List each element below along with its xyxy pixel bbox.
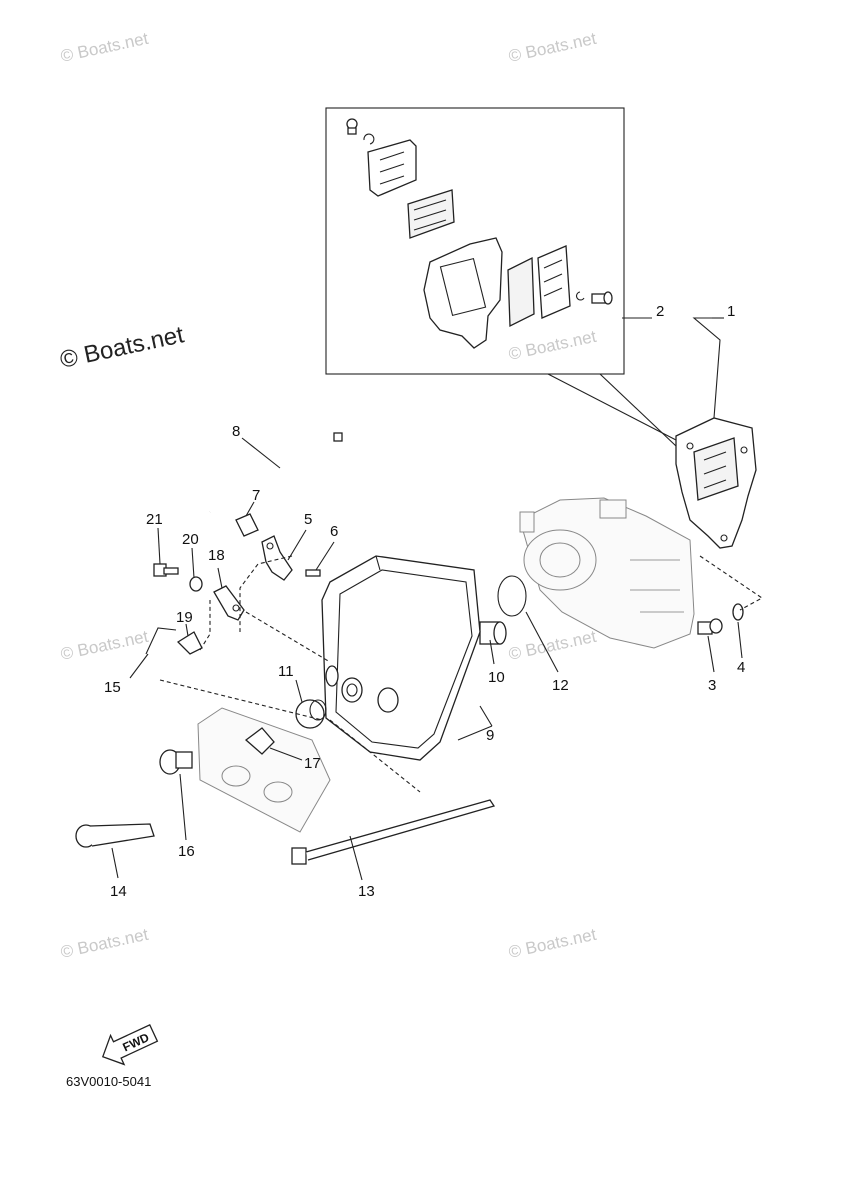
callout-4: 4 (737, 659, 745, 676)
callout-9: 9 (486, 727, 494, 744)
inset-screw-right (591, 291, 613, 305)
watermark: © Boats.net (59, 627, 150, 664)
reference-code: 63V0010-5041 (66, 1074, 151, 1089)
bolt-21 (153, 563, 179, 577)
callout-8: 8 (232, 423, 240, 440)
bracket-5 (261, 535, 293, 581)
callouts: 1 2 3 4 5 6 7 8 9 10 11 12 13 14 15 16 1… (104, 303, 745, 900)
watermark: © Boats.net (507, 925, 598, 962)
fwd-arrow: FWD (101, 1023, 159, 1066)
hose-15 (145, 627, 177, 655)
callout-15: 15 (104, 679, 121, 696)
callout-12: 12 (552, 677, 569, 694)
inset-screw-top (346, 118, 375, 145)
callout-2: 2 (656, 303, 664, 320)
watermark-layer: © Boats.net © Boats.net © Boats.net © Bo… (58, 29, 599, 962)
shaft-14 (75, 823, 155, 848)
inset-leader (547, 373, 677, 441)
callout-17: 17 (304, 755, 321, 772)
callout-10: 10 (488, 669, 505, 686)
bolt-3 (697, 618, 723, 635)
inset-detail-box (325, 107, 625, 375)
leader-lines (111, 317, 764, 881)
watermark: © Boats.net (59, 29, 150, 66)
watermark: © Boats.net (507, 29, 598, 66)
reed-valve-assembly (675, 417, 757, 549)
callout-5: 5 (304, 511, 312, 528)
plug-11 (295, 699, 327, 729)
watermark: © Boats.net (507, 627, 598, 664)
washer-4 (732, 603, 744, 621)
inset-reed-right (507, 256, 535, 328)
callout-7: 7 (252, 487, 260, 504)
collar-10 (479, 621, 507, 645)
washer-20 (189, 576, 203, 592)
callout-1: 1 (727, 303, 735, 320)
link-18 (213, 585, 245, 621)
callout-16: 16 (178, 843, 195, 860)
elbow-19 (176, 631, 203, 655)
callout-18: 18 (208, 547, 225, 564)
intake-silencer-9 (321, 555, 481, 761)
inset-reed-petal (407, 189, 455, 239)
watermark: © Boats.net (507, 327, 598, 364)
knob-16 (159, 749, 193, 775)
callout-3: 3 (708, 677, 716, 694)
pin-6 (305, 569, 321, 577)
bolt-13 (291, 799, 496, 865)
callout-13: 13 (358, 883, 375, 900)
o-ring-12 (497, 575, 527, 617)
inset-reed-body (423, 237, 503, 349)
callout-14: 14 (110, 883, 127, 900)
callout-21: 21 (146, 511, 163, 528)
clip-17 (244, 727, 275, 755)
front-cover (197, 707, 331, 833)
inset-stopper-right (537, 245, 571, 319)
callout-19: 19 (176, 609, 193, 626)
inset-leader (599, 373, 677, 447)
carburetor-body (519, 497, 695, 649)
callout-6: 6 (330, 523, 338, 540)
callout-20: 20 (182, 531, 199, 548)
clip-7 (235, 513, 259, 537)
main-watermark: © Boats.net (58, 321, 187, 374)
callout-11: 11 (278, 663, 294, 680)
watermark: © Boats.net (59, 925, 150, 962)
